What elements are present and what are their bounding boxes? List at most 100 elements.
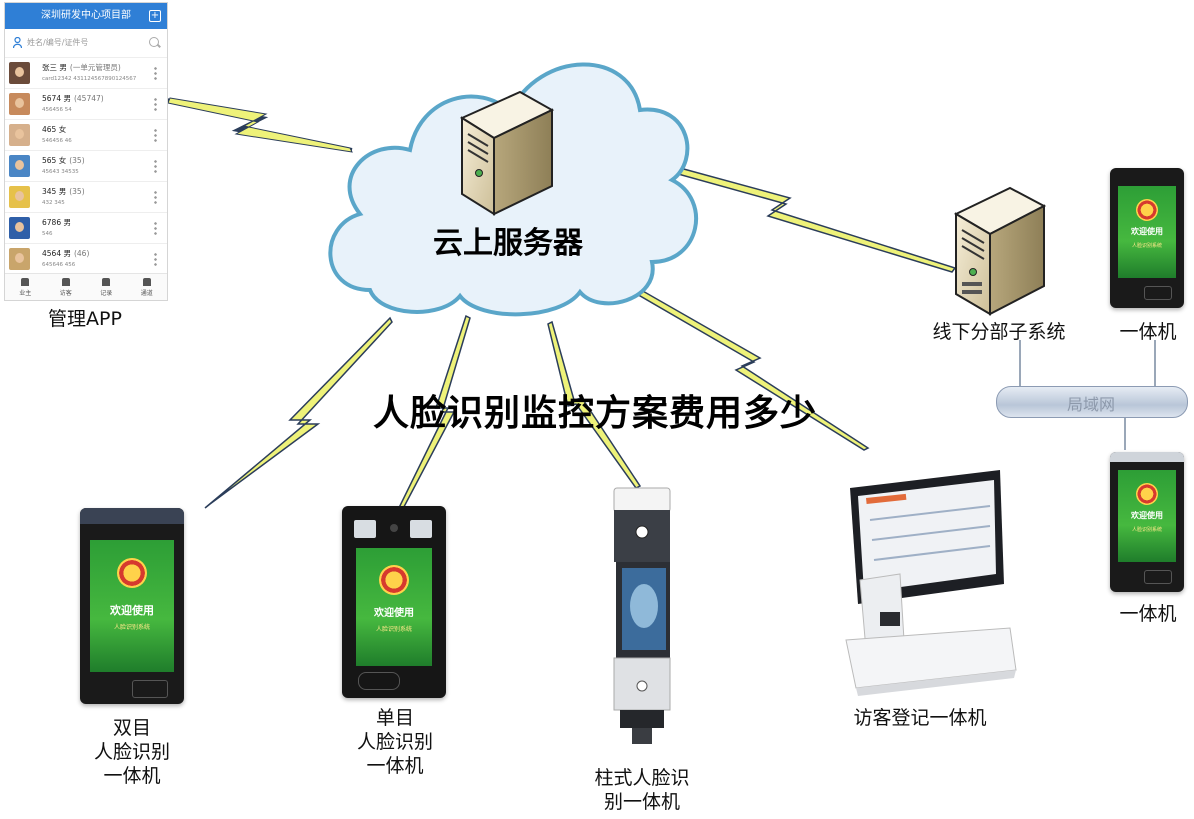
list-item[interactable]: 345 男(35) 432 345 xyxy=(5,182,167,213)
camera-icon xyxy=(390,524,398,532)
row-title: 345 男(35) xyxy=(42,186,85,197)
more-icon[interactable] xyxy=(154,128,157,142)
screen-welcome: 欢迎使用 xyxy=(374,608,414,619)
more-icon[interactable] xyxy=(154,66,157,80)
row-sub: 546 xyxy=(42,231,53,237)
avatar xyxy=(9,62,30,84)
more-icon[interactable] xyxy=(154,97,157,111)
row-note: (45747) xyxy=(73,94,104,103)
nav-item[interactable]: 记录 xyxy=(86,274,127,300)
kiosk-top-screen: 欢迎使用 人脸识别系统 xyxy=(1118,186,1176,278)
visitor-terminal xyxy=(845,470,1017,696)
row-name: 6786 xyxy=(42,218,62,227)
screen-system: 人脸识别系统 xyxy=(1131,527,1162,533)
row-gender: 男 xyxy=(63,94,71,103)
kiosk-bottom-terminal: 欢迎使用 人脸识别系统 xyxy=(1110,452,1184,592)
emblem-icon xyxy=(117,558,147,589)
more-icon[interactable] xyxy=(154,252,157,266)
row-name: 465 xyxy=(42,125,57,134)
dual-screen: 欢迎使用 人脸识别系统 xyxy=(90,540,174,672)
more-icon[interactable] xyxy=(154,190,157,204)
screen-system: 人脸识别系统 xyxy=(1131,243,1162,249)
row-note: (一单元管理员) xyxy=(69,63,121,72)
search-placeholder: 姓名/编号/证件号 xyxy=(27,38,89,47)
row-sub: 546456 46 xyxy=(42,138,72,144)
single-camera-terminal: 欢迎使用 人脸识别系统 xyxy=(342,506,446,698)
kiosk-top-terminal: 欢迎使用 人脸识别系统 xyxy=(1110,168,1184,308)
nav-item[interactable]: 访客 xyxy=(46,274,87,300)
app-search[interactable]: 姓名/编号/证件号 xyxy=(5,29,167,58)
user-icon xyxy=(13,37,22,48)
offline-server-icon xyxy=(953,186,1047,316)
emblem-icon xyxy=(1136,482,1158,505)
avatar xyxy=(9,124,30,146)
avatar xyxy=(9,93,30,115)
row-gender: 男 xyxy=(63,218,71,227)
nfc-icon xyxy=(358,672,400,690)
row-gender: 男 xyxy=(59,63,67,72)
list-item[interactable]: 张三 男(一单元管理员) card12342 431124567890124567 xyxy=(5,58,167,89)
row-gender: 女 xyxy=(58,125,67,134)
pillar-label: 柱式人脸识 别一体机 xyxy=(594,767,690,813)
management-app: 深圳研发中心项目部 + 姓名/编号/证件号 张三 男(一单元管理员)card12… xyxy=(4,2,168,301)
card-reader-icon xyxy=(1144,286,1172,300)
app-caption: 管理APP xyxy=(48,308,122,330)
visitor-label: 访客登记一体机 xyxy=(853,707,987,729)
kiosk-bottom-screen: 欢迎使用 人脸识别系统 xyxy=(1118,470,1176,562)
row-name: 565 xyxy=(42,156,57,165)
row-sub: 645646 456 xyxy=(42,262,76,268)
nav-item[interactable]: 通道 xyxy=(127,274,168,300)
cloud-server-icon xyxy=(459,90,555,216)
row-sub: 432 345 xyxy=(42,200,65,206)
row-title: 5674 男(45747) xyxy=(42,93,104,104)
add-icon[interactable]: + xyxy=(149,10,161,22)
row-gender: 男 xyxy=(58,187,67,196)
screen-welcome: 欢迎使用 xyxy=(110,604,154,617)
dual-camera-bar xyxy=(80,508,184,524)
more-icon[interactable] xyxy=(154,159,157,173)
row-title: 565 女(35) xyxy=(42,155,85,166)
more-icon[interactable] xyxy=(154,221,157,235)
lan-label: 局域网 xyxy=(1066,395,1115,414)
row-name: 5674 xyxy=(42,94,62,103)
row-sub: 45643 34535 xyxy=(42,169,79,175)
row-name: 345 xyxy=(42,187,57,196)
dual-label: 双目 人脸识别 一体机 xyxy=(93,717,170,787)
search-icon[interactable] xyxy=(149,37,159,47)
row-title: 张三 男(一单元管理员) xyxy=(42,62,121,73)
row-title: 465 女 xyxy=(42,124,69,135)
avatar xyxy=(9,248,30,270)
row-note: (46) xyxy=(73,249,90,258)
screen-system: 人脸识别系统 xyxy=(113,624,150,631)
nav-item[interactable]: 业主 xyxy=(5,274,46,300)
emblem-icon xyxy=(1136,198,1158,221)
avatar xyxy=(9,217,30,239)
dual-camera-terminal: 欢迎使用 人脸识别系统 xyxy=(80,508,184,704)
list-item[interactable]: 565 女(35) 45643 34535 xyxy=(5,151,167,182)
bolt-app xyxy=(165,97,353,153)
row-name: 张三 xyxy=(42,63,57,72)
list-item[interactable]: 6786 男 546 xyxy=(5,213,167,244)
lan-pipe xyxy=(996,386,1188,418)
list-item[interactable]: 5674 男(45747)456456 54 xyxy=(5,89,167,120)
row-sub: card12342 431124567890124567 xyxy=(42,76,137,82)
list-item[interactable]: 4564 男(46) 645646 456 xyxy=(5,244,167,275)
kiosk-bottom-label: 一体机 xyxy=(1119,603,1177,625)
bolt-offline xyxy=(677,167,957,273)
row-gender: 女 xyxy=(58,156,67,165)
sensor-right-icon xyxy=(410,520,432,538)
row-title: 4564 男(46) xyxy=(42,248,89,259)
list-item[interactable]: 465 女 546456 46 xyxy=(5,120,167,151)
card-reader-icon xyxy=(132,680,168,698)
row-name: 4564 xyxy=(42,249,62,258)
pillar-terminal xyxy=(613,487,671,744)
bolt-dual xyxy=(204,316,393,509)
single-screen: 欢迎使用 人脸识别系统 xyxy=(356,548,432,666)
screen-system: 人脸识别系统 xyxy=(375,626,412,633)
screen-welcome: 欢迎使用 xyxy=(1131,511,1163,520)
app-header: 深圳研发中心项目部 + xyxy=(5,3,167,29)
cloud-label: 云上服务器 xyxy=(433,226,583,261)
kiosk-top-label: 一体机 xyxy=(1119,321,1177,343)
row-note: (35) xyxy=(69,156,85,165)
